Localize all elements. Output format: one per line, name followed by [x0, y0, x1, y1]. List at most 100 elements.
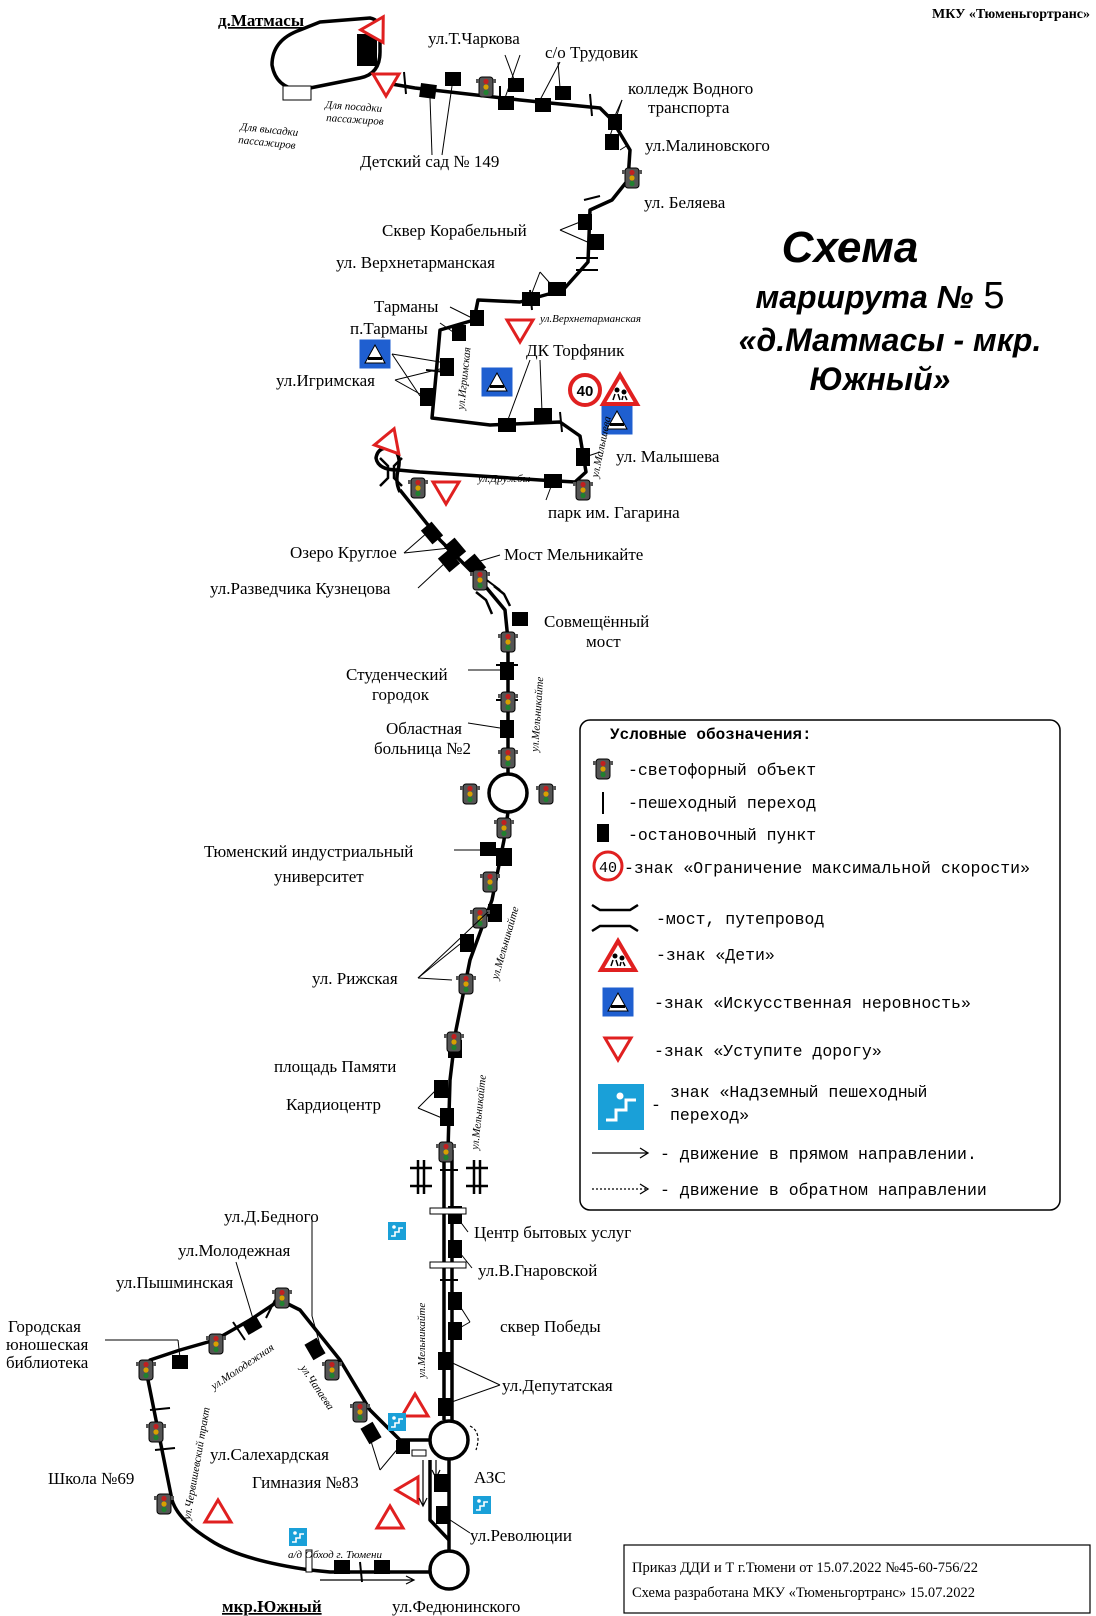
legend-backward-arrow [592, 1183, 650, 1195]
legend-overpass-2: переход» [670, 1106, 749, 1125]
scheme-title-from: «д.Матмасы - мкр. [739, 322, 1042, 358]
stop-label-college-1: колледж Водного [628, 79, 753, 98]
stop-label-sovm-2: мост [586, 632, 621, 651]
crosswalk-markers [149, 71, 601, 1583]
legend: Условные обозначения: -светофорный объек… [579, 719, 1061, 1211]
scheme-title-route: маршрута № 5 [756, 275, 1005, 317]
order-line-1: Приказ ДДИ и Т г.Тюмени от 15.07.2022 №4… [632, 1560, 978, 1576]
boarding-note-2: пассажиров [326, 112, 384, 128]
legend-crosswalk: -пешеходный переход [628, 794, 816, 813]
stop-label-tiu-2: университет [274, 867, 364, 886]
street-label-chervish: ул.Червишевский тракт [181, 1406, 213, 1521]
street-label-malysheva: ул.Малышева [589, 415, 614, 480]
dropoff-note-2: пассажиров [238, 134, 297, 152]
svg-text:40: 40 [577, 383, 594, 400]
legend-traffic-light: -светофорный объект [628, 761, 816, 780]
leader-lines [105, 54, 629, 1534]
svg-text:40: 40 [599, 860, 617, 877]
street-label-druzhby: ул.Дружбы [477, 473, 531, 485]
street-label-meln-1: ул.Мельникайте [529, 676, 546, 753]
legend-bump: -знак «Искусственная неровность» [654, 994, 971, 1013]
stop-label-tiu-1: Тюменский индустриальный [204, 842, 413, 861]
bridge-markers [379, 457, 512, 1194]
stop-label-gymn: Гимназия №83 [252, 1473, 359, 1492]
stop-label-deputat: ул.Депутатская [502, 1376, 613, 1395]
route-spur [428, 1460, 451, 1542]
stop-label-stud-1: Студенческий [346, 665, 448, 684]
stop-label-lib-2: юношеская [6, 1335, 88, 1354]
stop-label-ozero: Озеро Круглое [290, 543, 397, 562]
legend-traffic-light-icon [592, 758, 614, 780]
stop-label-korabel: Сквер Корабельный [382, 221, 527, 240]
overpass-structures [305, 1207, 467, 1573]
route-melnikaite-lower [442, 1150, 454, 1420]
stop-label-tarmany: Тарманы [374, 297, 439, 316]
organization-label: МКУ «Тюменьгортранс» [932, 7, 1090, 22]
traffic-lights [135, 76, 643, 1515]
stop-label-chark: ул.Т.Чаркова [428, 29, 520, 48]
stop-label-oblast-1: Областная [386, 719, 462, 738]
stop-label-molodezh: ул.Молодежная [178, 1241, 291, 1260]
legend-stop-icon [597, 824, 609, 842]
scheme-title: Схема [782, 223, 919, 272]
terminal-end-label: мкр.Южный [222, 1597, 322, 1616]
street-label-obkhod: а/д Обход г. Тюмени [288, 1549, 382, 1561]
stop-label-kindergarten: Детский сад № 149 [360, 152, 499, 171]
route-melnikaite-middle [446, 811, 510, 1151]
legend-bump-icon [602, 987, 634, 1017]
stop-label-torfyanik: ДК Торфяник [526, 341, 625, 360]
stop-label-azs: АЗС [474, 1468, 506, 1487]
street-label-verkhnetarm: ул.Верхнетарманская [539, 313, 641, 325]
legend-overpass-1: знак «Надземный пешеходный [670, 1083, 927, 1102]
stop-label-lib-3: библиотека [6, 1353, 89, 1372]
legend-overpass-dash: - [651, 1096, 661, 1115]
stop-label-pyshm: ул.Пышминская [116, 1273, 233, 1292]
stop-label-gnarov: ул.В.Гнаровской [478, 1261, 597, 1280]
stop-label-malyshev: ул. Малышева [616, 447, 720, 466]
stop-label-college-2: транспорта [648, 98, 730, 117]
stop-label-belyaev: ул. Беляева [644, 193, 726, 212]
stop-label-malinovsky: ул.Малиновского [645, 136, 770, 155]
stop-label-centr: Центр бытовых услуг [474, 1223, 631, 1242]
legend-backward: - движение в обратном направлении [660, 1181, 987, 1200]
order-box: Приказ ДДИ и Т г.Тюмени от 15.07.2022 №4… [623, 1544, 1091, 1614]
dropoff-platform [282, 85, 312, 101]
stop-label-oblast-2: больница №2 [374, 739, 471, 758]
roundabout-fedyuninskogo [428, 1549, 470, 1591]
stop-label-revol: ул.Революции [470, 1526, 572, 1545]
stop-label-rizhskaya: ул. Рижская [312, 969, 398, 988]
legend-speed-icon: 40 [592, 850, 624, 882]
boarding-note-1: Для посадки [324, 99, 383, 115]
stop-label-most-meln: Мост Мельникайте [504, 545, 643, 564]
street-label-meln-4: ул.Мельникайте [416, 1303, 428, 1379]
boarding-stop [357, 34, 377, 66]
legend-forward-arrow [592, 1147, 650, 1159]
route-obkhod [170, 1499, 430, 1574]
stop-label-gagarin: парк им. Гагарина [548, 503, 680, 522]
stop-label-trudovik: с/о Трудовик [545, 43, 639, 62]
legend-heading: Условные обозначения: [610, 726, 812, 744]
legend-frame [579, 719, 1061, 1211]
stop-label-sovm-1: Совмещённый [544, 612, 649, 631]
stop-label-p-tarmany: п.Тарманы [350, 319, 428, 338]
stop-label-verkhnetarm: ул. Верхнетарманская [336, 253, 495, 272]
stop-label-pamyati: площадь Памяти [274, 1057, 396, 1076]
scheme-title-to: Южный» [810, 361, 951, 397]
stop-label-stud-2: городок [372, 685, 430, 704]
legend-children: -знак «Дети» [656, 946, 775, 965]
children-sign [601, 373, 639, 406]
legend-overpass-icon [598, 1084, 644, 1130]
roundabout-lower [428, 1419, 470, 1461]
stop-label-fedyun: ул.Федюнинского [392, 1597, 520, 1616]
stop-label-salekh: ул.Салехардская [210, 1445, 329, 1464]
legend-bridge-icon [591, 903, 639, 933]
speed-limit-sign: 40 [568, 373, 602, 407]
stop-label-pobedy: сквер Победы [500, 1317, 601, 1336]
legend-forward: - движение в прямом направлении. [660, 1145, 977, 1164]
legend-stop: -остановочный пункт [628, 826, 816, 845]
yield-signs [203, 15, 535, 1530]
stop-label-school: Школа №69 [48, 1469, 134, 1488]
direction-arrows [320, 1425, 479, 1585]
stop-label-igrim: ул.Игримская [276, 371, 375, 390]
